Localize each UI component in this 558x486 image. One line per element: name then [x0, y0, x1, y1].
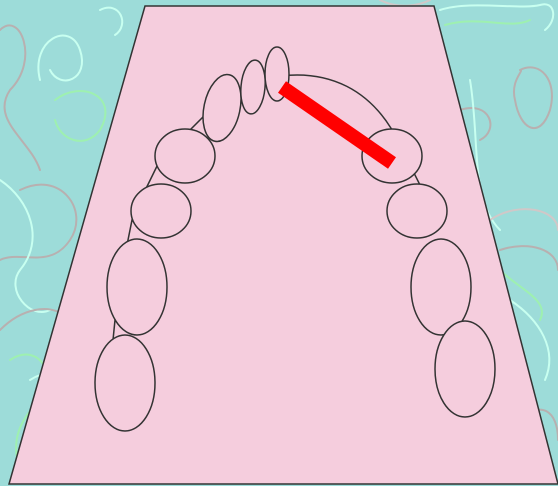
pattern-line	[380, 0, 430, 6]
pattern-line	[440, 4, 553, 30]
tooth-right-premolar-2	[387, 184, 447, 238]
pattern-line	[0, 25, 40, 170]
pattern-line	[490, 209, 558, 230]
pattern-line	[0, 185, 76, 260]
tooth-left-molar-upper	[107, 239, 167, 335]
pattern-line	[514, 67, 552, 128]
pattern-line	[100, 8, 122, 35]
pattern-line	[38, 36, 82, 81]
tooth-left-premolar-1	[155, 129, 215, 183]
tooth-left-molar-lower	[95, 335, 155, 431]
pattern-line	[55, 91, 105, 141]
pattern-line	[0, 180, 50, 312]
pattern-line	[445, 20, 530, 25]
tooth-right-molar-lower	[435, 321, 495, 417]
tooth-left-premolar-2	[131, 184, 191, 238]
pattern-line	[500, 246, 558, 270]
